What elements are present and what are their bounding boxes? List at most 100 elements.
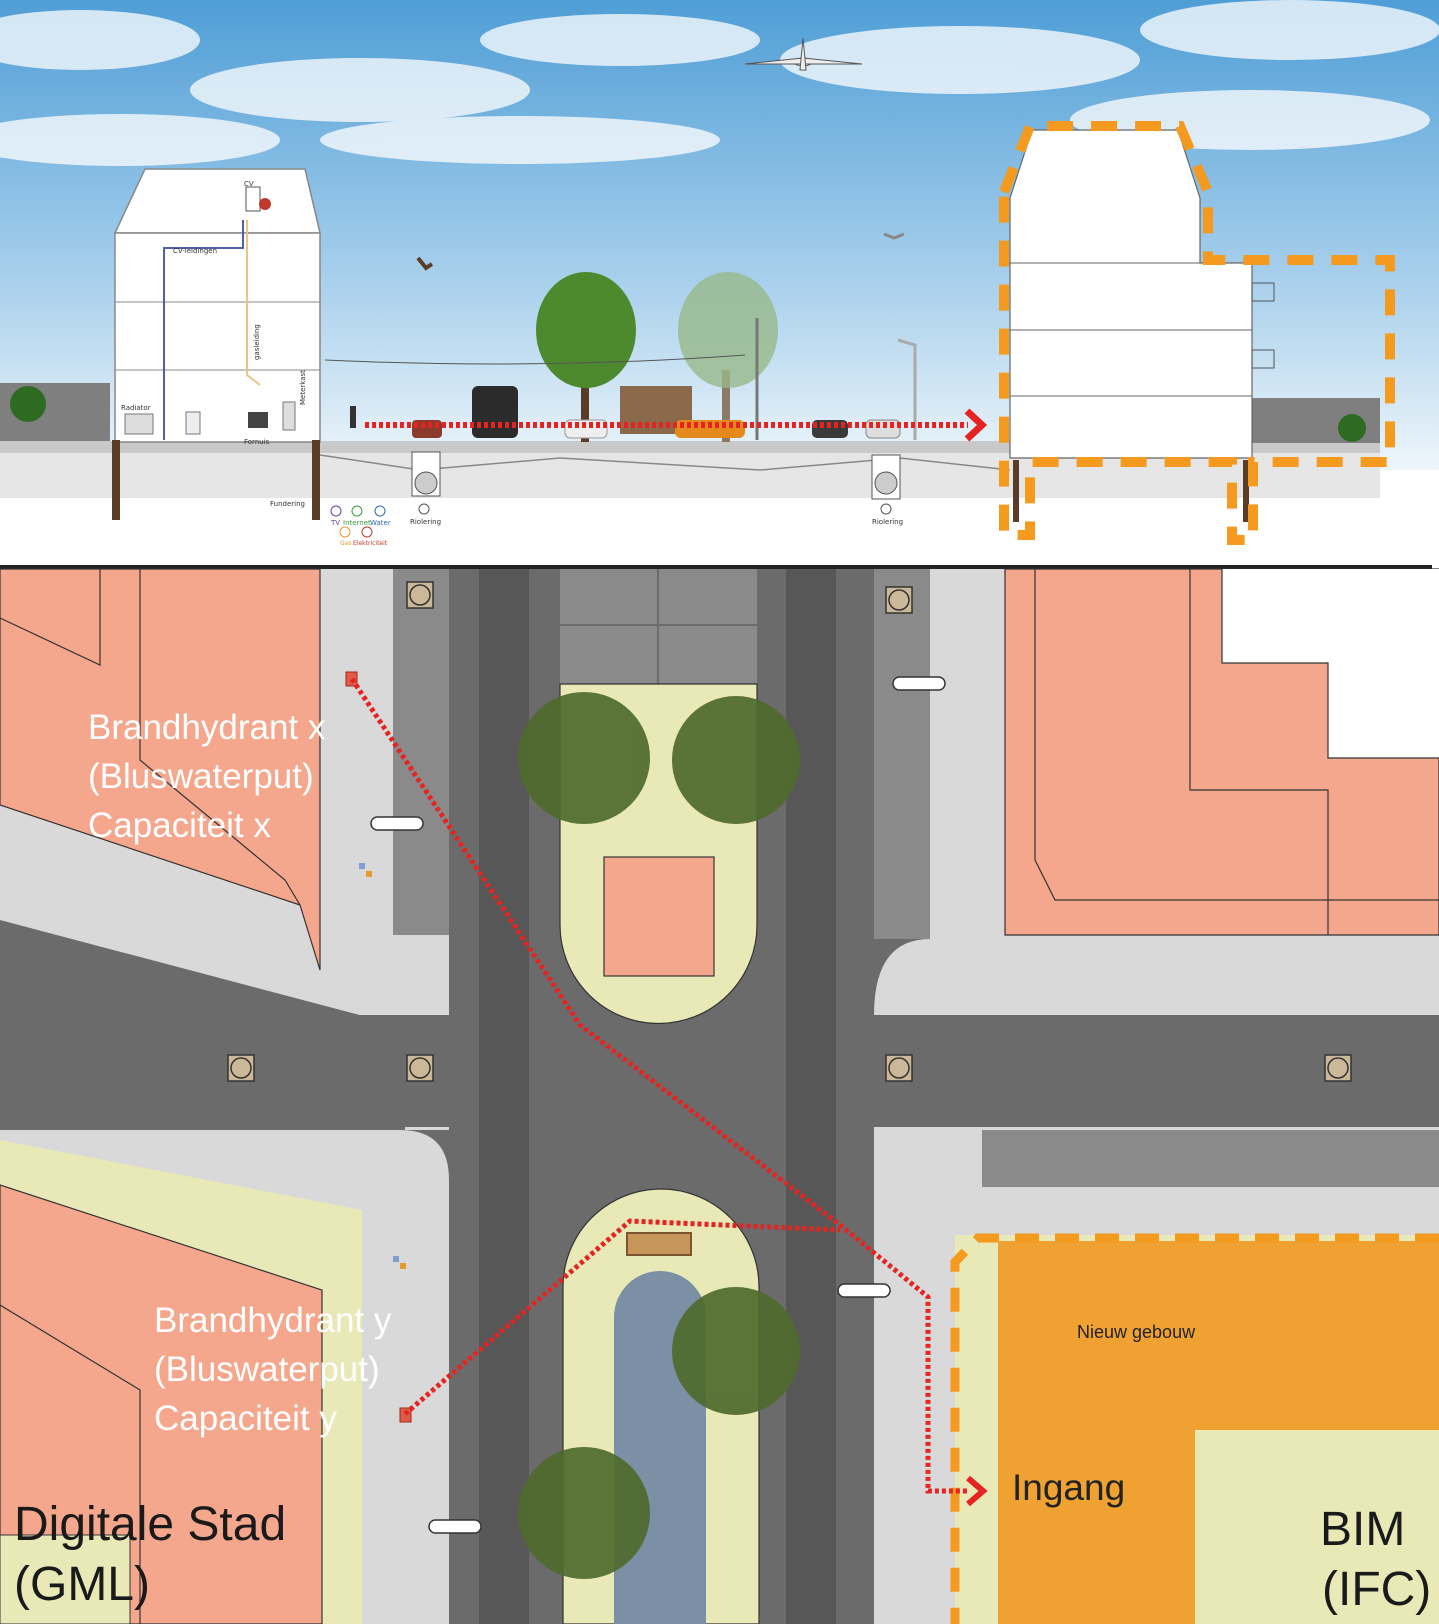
street-cross-section: CV CV-leidingen gasleiding Meterkast Rad… <box>0 0 1439 547</box>
label-cv-leidingen: CV-leidingen <box>173 247 217 255</box>
bim-outline-section <box>999 121 1395 545</box>
label-riolering-right: Riolering <box>872 518 903 526</box>
hydrant-y-label-2: (Bluswaterput) <box>154 1350 380 1389</box>
label-fornuis: Fornuis <box>244 438 270 446</box>
balcony-icon <box>1251 349 1275 369</box>
utility-marker <box>400 1263 406 1269</box>
toilet-icon <box>185 411 201 435</box>
street-lamp <box>897 338 917 440</box>
overhead-wire <box>324 354 746 365</box>
manhole-icon <box>1327 1057 1349 1079</box>
label-radiator: Radiator <box>121 404 151 412</box>
manhole-icon <box>409 1057 431 1079</box>
electricity-icon <box>361 526 373 538</box>
existing-house: CV CV-leidingen gasleiding Meterkast Rad… <box>112 168 321 520</box>
foundation-pile <box>112 440 120 520</box>
bus <box>472 386 518 438</box>
sewer-pipe <box>319 454 1011 471</box>
balcony-icon <box>1251 282 1275 302</box>
sewer-manhole-right: Riolering <box>871 454 903 526</box>
manhole-icon <box>888 589 910 611</box>
bird-icon <box>416 256 434 271</box>
house-roof <box>113 168 321 234</box>
fire-hydrant-y <box>399 1407 412 1423</box>
drain-icon <box>428 1519 482 1534</box>
airplane-icon <box>744 37 863 71</box>
sewer-manhole-left: Riolering <box>410 451 441 526</box>
tree-icon <box>672 696 800 824</box>
utility-marker <box>393 1256 399 1262</box>
road-lane <box>786 569 836 1624</box>
section-divider <box>0 565 1432 569</box>
sewer-icon <box>880 503 892 515</box>
street-trees <box>536 272 778 442</box>
drain-icon <box>370 816 424 831</box>
heating-pipe <box>163 220 244 440</box>
tree-icon <box>518 692 650 824</box>
entrance-arrow-icon <box>966 1475 988 1507</box>
hydrant-x-label-2: (Bluswaterput) <box>88 757 314 796</box>
water-icon <box>374 505 386 517</box>
new-building-label: Nieuw gebouw <box>1077 1322 1196 1342</box>
gas-pipe <box>246 220 261 386</box>
label-gasleiding: gasleiding <box>253 324 261 360</box>
sewer-icon <box>418 503 430 515</box>
manhole-icon <box>888 1057 910 1079</box>
label-gas: Gas <box>340 540 351 547</box>
bim-format: (IFC) <box>1322 1563 1431 1616</box>
digital-city-title: Digitale Stad <box>14 1498 286 1551</box>
label-fundering: Fundering <box>270 500 305 508</box>
bim-title: BIM <box>1320 1503 1405 1556</box>
tree-icon <box>678 272 778 388</box>
hydrant-x-label-1: Brandhydrant x <box>88 708 326 747</box>
existing-building-left-top <box>0 568 321 971</box>
route-from-hydrant-y <box>403 1218 841 1416</box>
label-elektriciteit: Elektriciteit <box>353 540 388 547</box>
label-tv: TV <box>330 519 340 527</box>
foundation-pile <box>312 440 320 520</box>
tv-icon <box>330 505 342 517</box>
manholes <box>227 581 1352 1082</box>
street-drains <box>370 676 946 1534</box>
existing-building-left-bottom <box>0 1184 323 1624</box>
hydrant-y-label-3: Capaciteit y <box>154 1399 337 1438</box>
utility-marker <box>366 871 372 877</box>
car <box>412 420 442 438</box>
digital-city-format: (GML) <box>14 1558 150 1611</box>
car <box>675 420 745 438</box>
parking-strip-right <box>874 569 930 939</box>
new-building-section <box>999 121 1395 545</box>
manhole-icon <box>230 1057 252 1079</box>
entrance-label: Ingang <box>1012 1467 1125 1508</box>
hydrant-y-label-1: Brandhydrant y <box>154 1301 392 1340</box>
label-water: Water <box>370 519 391 527</box>
tree-icon <box>672 1287 800 1415</box>
label-riolering-left: Riolering <box>410 518 441 526</box>
parking-strip-left <box>393 569 449 935</box>
tree-icon <box>518 1447 650 1579</box>
shrub-left <box>10 386 46 422</box>
bench-icon <box>626 1232 692 1256</box>
ground <box>0 453 1380 498</box>
new-building <box>998 1241 1439 1624</box>
parking-strip-bottom <box>982 1130 1439 1187</box>
route-arrow-icon <box>964 408 988 442</box>
utility-marker <box>359 863 365 869</box>
plan-view: Brandhydrant x (Bluswaterput) Capaciteit… <box>0 568 1439 1624</box>
fire-hydrant-x <box>345 671 358 687</box>
drain-icon <box>892 676 946 691</box>
bird-icon <box>883 232 905 240</box>
boiler-valve-icon <box>259 198 271 210</box>
shrub-right <box>1338 414 1366 442</box>
manhole-icon <box>409 584 431 606</box>
drain-icon <box>837 1283 891 1298</box>
road-lane <box>479 569 529 1624</box>
plan-trees <box>518 692 800 1579</box>
internet-icon <box>351 505 363 517</box>
utilities-legend: TV Internet Water Gas Elektriciteit <box>330 505 391 547</box>
label-internet: Internet <box>343 519 371 527</box>
meter-box-icon <box>282 401 296 431</box>
gas-icon <box>339 526 351 538</box>
tree-icon <box>536 272 636 388</box>
